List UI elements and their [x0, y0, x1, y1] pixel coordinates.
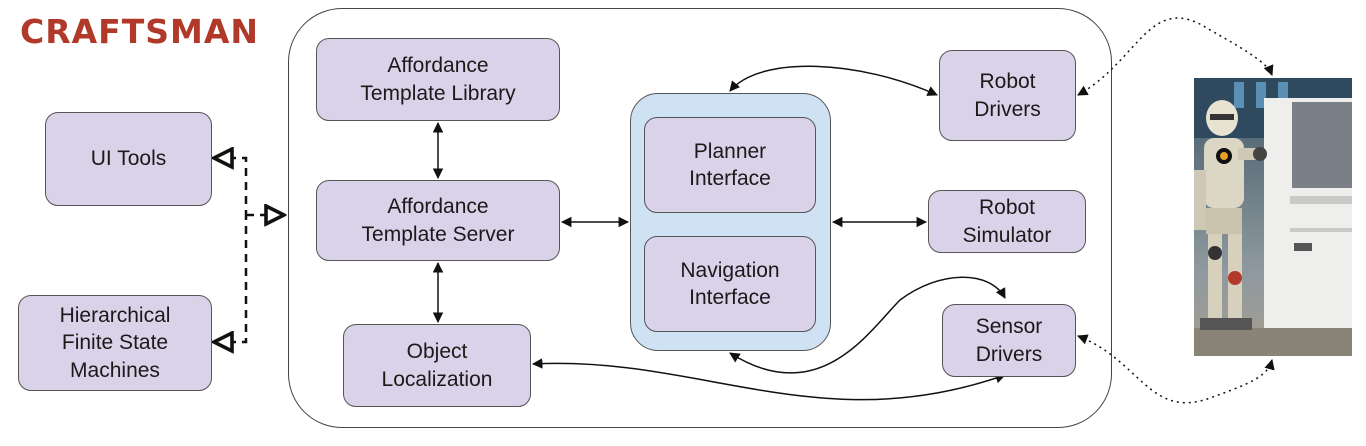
system-container: [288, 8, 1112, 428]
robot-drivers-box: Robot Drivers: [939, 50, 1076, 141]
arrow-group-robot-drivers: [729, 65, 938, 96]
dashed-link-hfsm: [214, 215, 248, 342]
craftsman-logo: CRAFTSMAN: [20, 12, 259, 51]
navigation-interface-box: Navigation Interface: [644, 236, 816, 332]
affordance-template-library-box: Affordance Template Library: [316, 38, 560, 121]
robot-truck-illustration: [1194, 78, 1352, 356]
sensor-drivers-box: Sensor Drivers: [942, 304, 1076, 377]
dashed-link-ui-tools: [214, 158, 248, 215]
object-localization-box: Object Localization: [343, 324, 531, 407]
dotted-link-sensor-drivers: [1077, 334, 1275, 404]
hfsm-box: Hierarchical Finite State Machines: [18, 295, 212, 391]
arrow-localization-sensor-drivers: [531, 358, 1006, 401]
ui-tools-box: UI Tools: [45, 112, 212, 206]
robot-simulator-box: Robot Simulator: [928, 190, 1086, 253]
planner-interface-box: Planner Interface: [644, 117, 816, 213]
affordance-template-server-box: Affordance Template Server: [316, 180, 560, 261]
robot-photo: [1194, 78, 1352, 356]
dotted-link-robot-drivers: [1077, 17, 1274, 96]
